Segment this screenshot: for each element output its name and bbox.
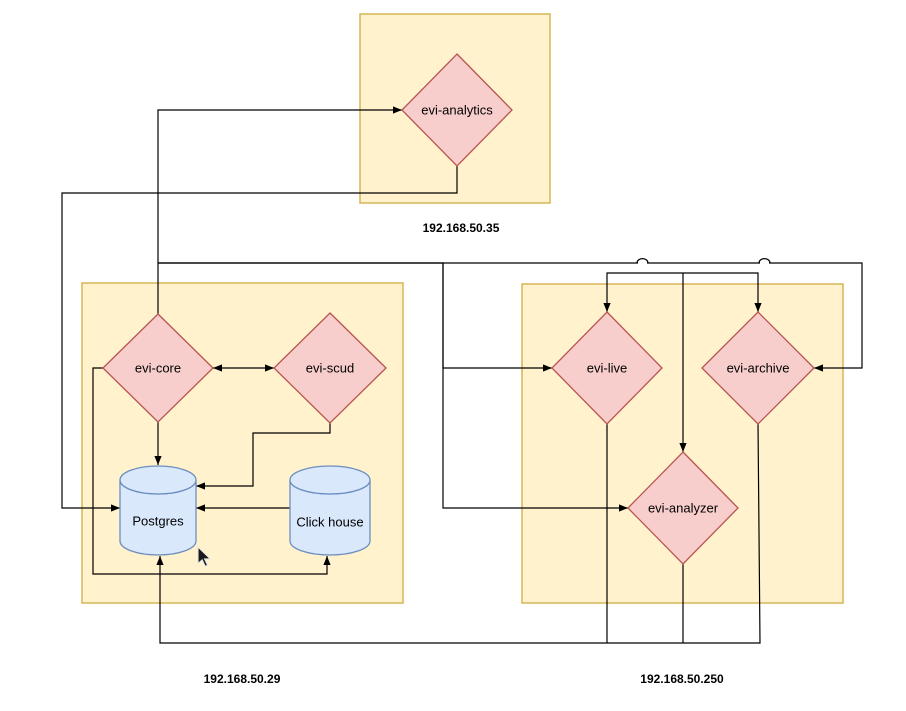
node-postgres[interactable] bbox=[119, 465, 197, 556]
label-evi-analyzer[interactable]: evi-analyzer bbox=[647, 500, 719, 516]
edge-core-to-analytics[interactable] bbox=[157, 106, 402, 314]
line-jump bbox=[758, 258, 771, 264]
node-evi-live[interactable] bbox=[551, 311, 663, 425]
label-clickhouse[interactable]: Click house bbox=[296, 514, 364, 530]
node-evi-core[interactable] bbox=[102, 313, 214, 423]
edge-analytics-to-postgres[interactable] bbox=[61, 166, 458, 512]
label-evi-scud[interactable]: evi-scud bbox=[305, 360, 355, 376]
node-evi-analyzer[interactable] bbox=[627, 451, 739, 565]
node-evi-analytics[interactable] bbox=[401, 53, 513, 167]
host-box-core[interactable] bbox=[81, 282, 404, 604]
edge-core-to-clickhouse[interactable] bbox=[92, 367, 331, 575]
label-postgres[interactable]: Postgres bbox=[132, 513, 184, 529]
label-evi-archive[interactable]: evi-archive bbox=[726, 360, 790, 376]
ip-label-analytics-host[interactable]: 192.168.50.35 bbox=[422, 221, 500, 235]
mouse-cursor-icon bbox=[197, 546, 212, 568]
edge-core-to-analyzer[interactable] bbox=[442, 263, 628, 512]
ip-label-core-host[interactable]: 192.168.50.29 bbox=[203, 672, 281, 686]
edge-core-to-archive[interactable] bbox=[158, 262, 863, 372]
node-evi-scud[interactable] bbox=[273, 312, 387, 424]
label-evi-core[interactable]: evi-core bbox=[134, 360, 182, 376]
ip-label-processing-host[interactable]: 192.168.50.250 bbox=[640, 672, 724, 686]
node-evi-archive[interactable] bbox=[701, 311, 815, 425]
node-clickhouse[interactable] bbox=[289, 465, 371, 556]
line-jump bbox=[636, 258, 649, 264]
edge-scud-to-postgres[interactable] bbox=[196, 423, 331, 490]
label-evi-analytics[interactable]: evi-analytics bbox=[421, 102, 493, 118]
label-evi-live[interactable]: evi-live bbox=[586, 360, 628, 376]
edge-archive-to-postgres[interactable] bbox=[156, 422, 761, 644]
